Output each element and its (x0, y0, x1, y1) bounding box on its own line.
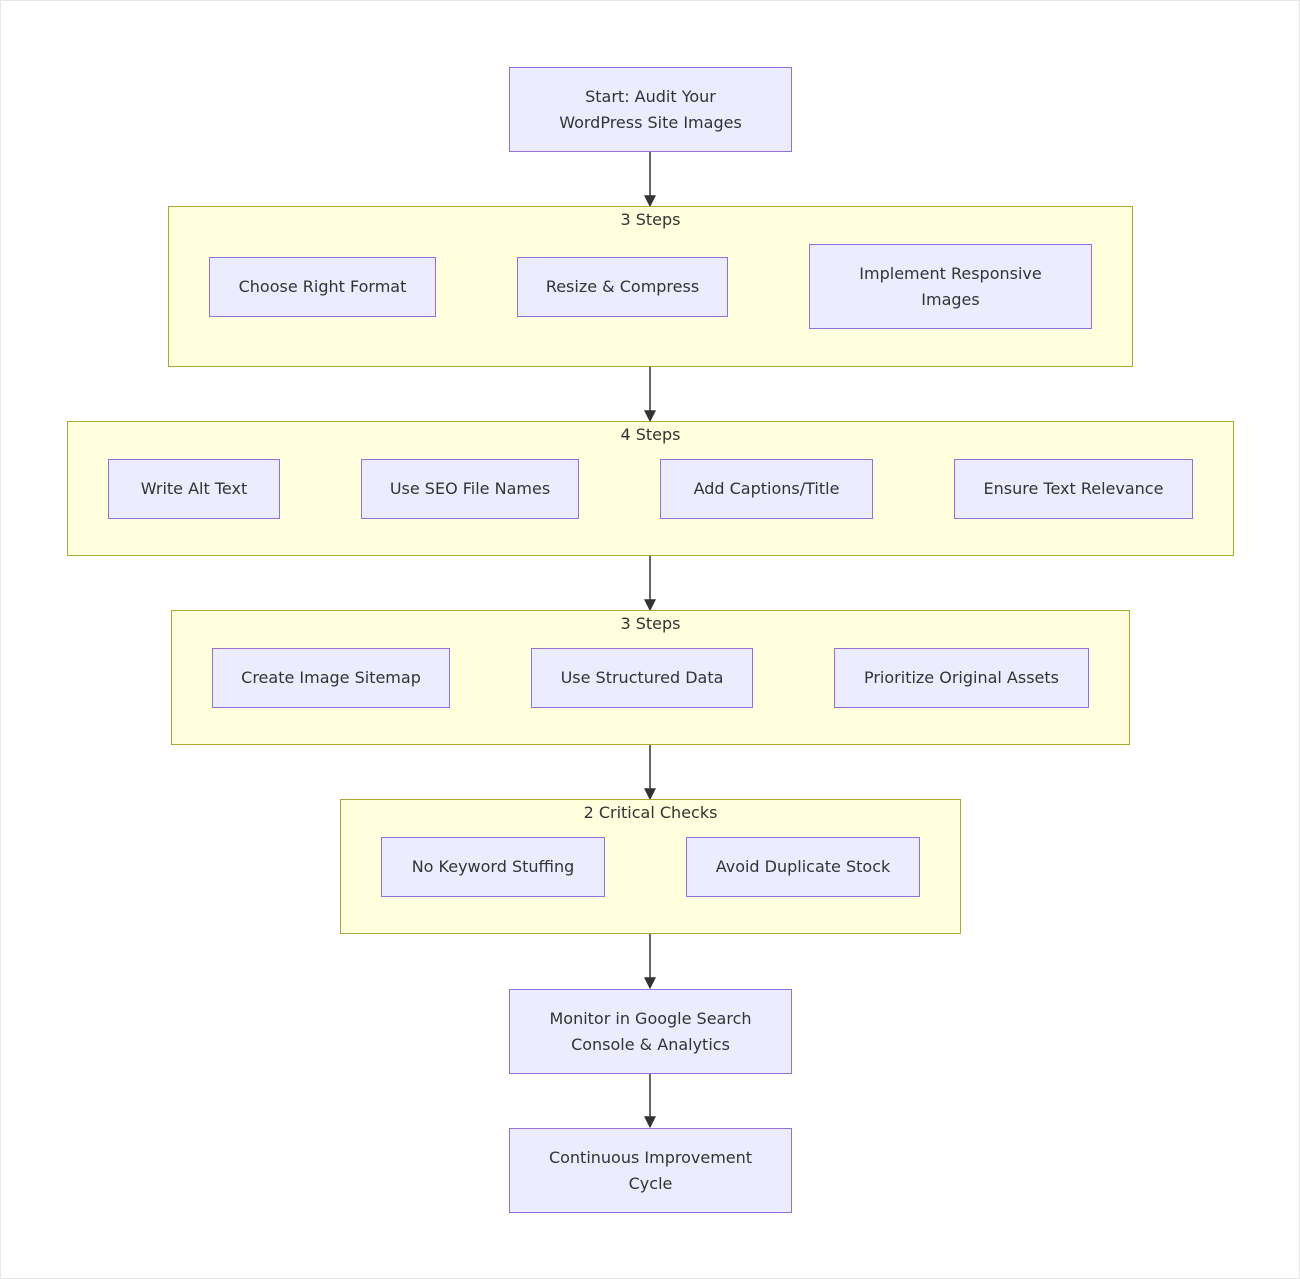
step-write-alt-text: Write Alt Text (108, 459, 280, 519)
step-resize-compress: Resize & Compress (517, 257, 728, 317)
step-label: Avoid Duplicate Stock (715, 857, 891, 876)
start-node: Start: Audit Your WordPress Site Images (509, 67, 792, 152)
monitor-node-label: Monitor in Google Search Console & Analy… (549, 1008, 752, 1054)
step-label: No Keyword Stuffing (411, 857, 575, 876)
group-title: 2 Critical Checks (583, 803, 718, 822)
start-node-label: Start: Audit Your WordPress Site Images (559, 86, 742, 132)
step-label: Implement Responsive Images (859, 263, 1042, 309)
step-label: Choose Right Format (238, 277, 407, 296)
step-original-assets: Prioritize Original Assets (834, 648, 1089, 708)
step-label: Ensure Text Relevance (983, 479, 1164, 498)
step-label: Create Image Sitemap (241, 668, 421, 687)
step-label: Resize & Compress (545, 277, 700, 296)
end-node: Continuous Improvement Cycle (509, 1128, 792, 1213)
step-captions-title: Add Captions/Title (660, 459, 873, 519)
step-image-sitemap: Create Image Sitemap (212, 648, 450, 708)
step-avoid-duplicate-stock: Avoid Duplicate Stock (686, 837, 920, 897)
step-label: Use SEO File Names (389, 479, 551, 498)
step-seo-file-names: Use SEO File Names (361, 459, 579, 519)
step-label: Use Structured Data (560, 668, 724, 687)
group-title: 4 Steps (620, 425, 681, 444)
step-label: Write Alt Text (140, 479, 248, 498)
group-title: 3 Steps (620, 614, 681, 633)
monitor-node: Monitor in Google Search Console & Analy… (509, 989, 792, 1074)
step-choose-format: Choose Right Format (209, 257, 436, 317)
step-label: Add Captions/Title (693, 479, 840, 498)
step-no-keyword-stuffing: No Keyword Stuffing (381, 837, 605, 897)
step-label: Prioritize Original Assets (863, 668, 1059, 687)
group-title: 3 Steps (620, 210, 681, 229)
step-structured-data: Use Structured Data (531, 648, 753, 708)
step-responsive-images: Implement Responsive Images (809, 244, 1092, 329)
end-node-label: Continuous Improvement Cycle (548, 1147, 753, 1193)
step-text-relevance: Ensure Text Relevance (954, 459, 1193, 519)
